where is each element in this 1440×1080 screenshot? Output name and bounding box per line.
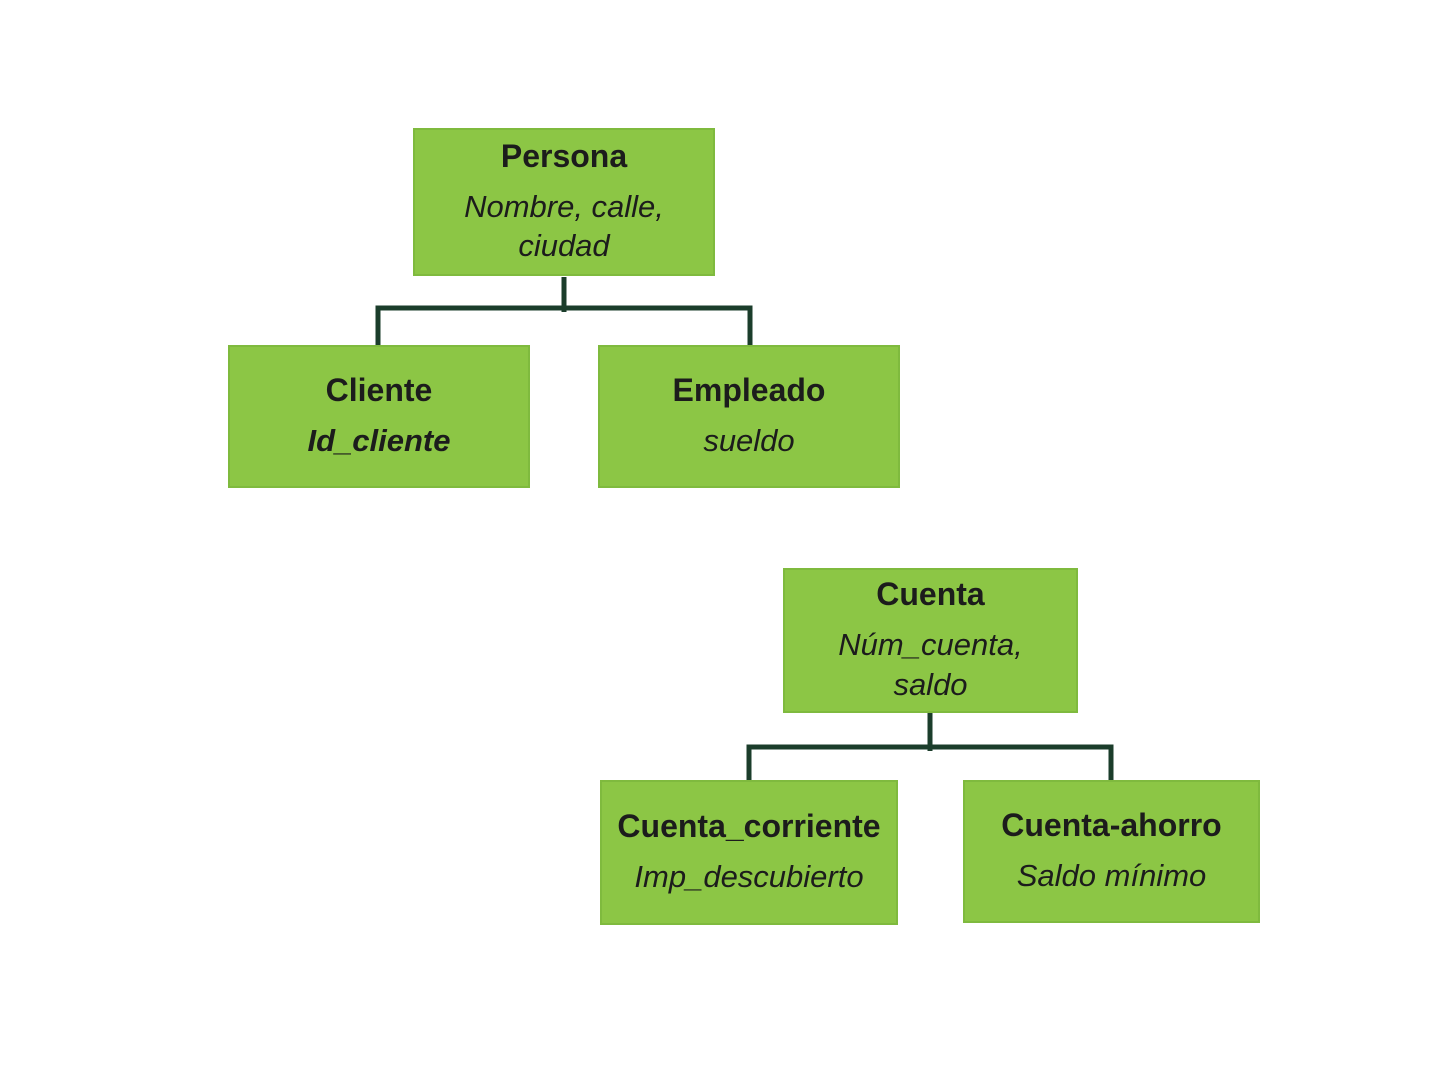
attr-line-1: Núm_cuenta, bbox=[838, 627, 1023, 663]
attr-line-1: Id_cliente bbox=[307, 423, 451, 459]
node-cuenta-title: Cuenta bbox=[876, 576, 985, 613]
node-cuenta-corriente-attributes: Imp_descubierto bbox=[634, 857, 863, 897]
attr-line-1: sueldo bbox=[703, 423, 795, 459]
node-cuenta-ahorro-attributes: Saldo mínimo bbox=[1017, 856, 1207, 896]
node-persona: Persona Nombre, calle, ciudad bbox=[413, 128, 715, 276]
cuenta-tree-connector bbox=[746, 712, 1114, 781]
attr-line-2: saldo bbox=[893, 666, 968, 702]
persona-tree-connector bbox=[375, 277, 753, 346]
node-cliente-title: Cliente bbox=[325, 372, 433, 409]
node-empleado-attributes: sueldo bbox=[703, 421, 794, 461]
attr-line-2: ciudad bbox=[518, 228, 610, 264]
node-cliente-attributes: Id_cliente bbox=[308, 421, 451, 461]
node-cuenta-ahorro-title: Cuenta-ahorro bbox=[1001, 807, 1222, 844]
node-persona-attributes: Nombre, calle, ciudad bbox=[464, 187, 664, 266]
node-persona-title: Persona bbox=[500, 137, 628, 174]
attr-line-1: Nombre, calle, bbox=[464, 188, 664, 224]
node-cuenta-ahorro: Cuenta-ahorro Saldo mínimo bbox=[963, 780, 1260, 923]
node-empleado: Empleado sueldo bbox=[598, 345, 900, 488]
node-cuenta-attributes: Núm_cuenta, saldo bbox=[838, 625, 1022, 704]
node-empleado-title: Empleado bbox=[672, 372, 826, 409]
node-cliente: Cliente Id_cliente bbox=[228, 345, 530, 488]
node-cuenta-corriente: Cuenta_corriente Imp_descubierto bbox=[600, 780, 898, 925]
node-cuenta-corriente-title: Cuenta_corriente bbox=[617, 808, 881, 845]
node-cuenta: Cuenta Núm_cuenta, saldo bbox=[783, 568, 1078, 713]
attr-line-1: Imp_descubierto bbox=[634, 859, 864, 895]
attr-line-1: Saldo mínimo bbox=[1016, 858, 1207, 894]
